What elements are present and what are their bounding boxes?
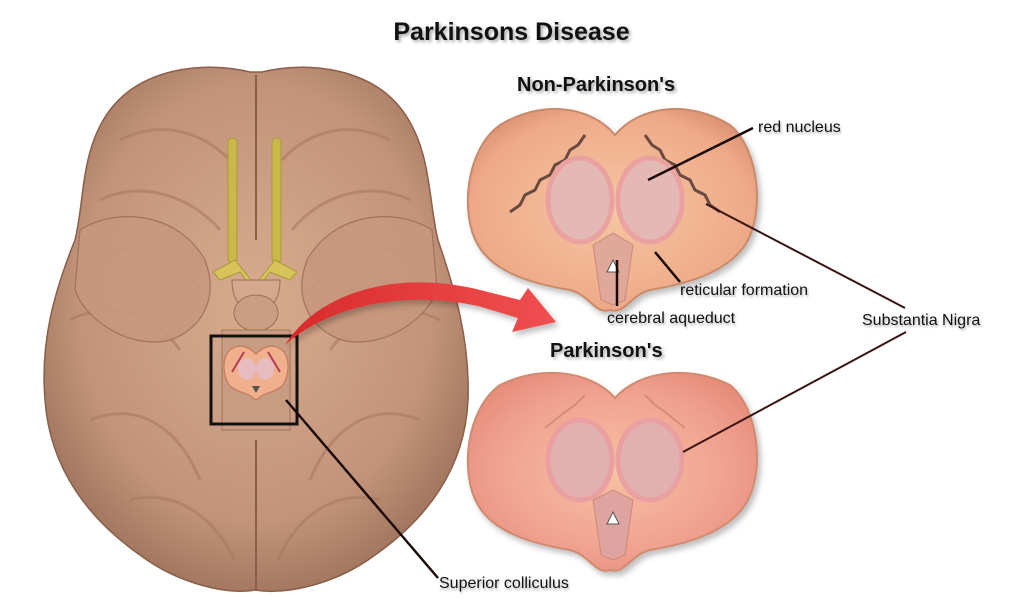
zoom-box [209, 334, 299, 426]
heading-parkinsons: Parkinson's [550, 340, 663, 362]
label-superior-colliculus: Superior colliculus [439, 575, 569, 592]
brain-inferior-view [43, 66, 469, 592]
midbrain-section-thumbnail [223, 345, 289, 400]
label-substantia-nigra: Substantia Nigra [862, 312, 981, 329]
heading-non-parkinsons: Non-Parkinson's [517, 74, 676, 96]
leader-reticular-formation [654, 251, 681, 283]
leader-red-nucleus [647, 126, 754, 182]
diagram-title: Parkinsons Disease [393, 18, 630, 46]
leader-superior-colliculus [285, 399, 439, 579]
midbrain-section-normal [466, 108, 758, 312]
label-reticular-formation: reticular formation [680, 282, 809, 299]
label-red-nucleus: red nucleus [758, 119, 841, 136]
olfactory-nerves [212, 137, 298, 293]
leader-substantia-nigra-normal [705, 203, 906, 309]
leader-lines [285, 126, 907, 579]
leader-substantia-nigra-pd [682, 331, 907, 453]
label-cerebral-aqueduct: cerebral aqueduct [607, 310, 736, 327]
red-arrow [285, 282, 556, 345]
midbrain-section-parkinsons [466, 371, 758, 572]
